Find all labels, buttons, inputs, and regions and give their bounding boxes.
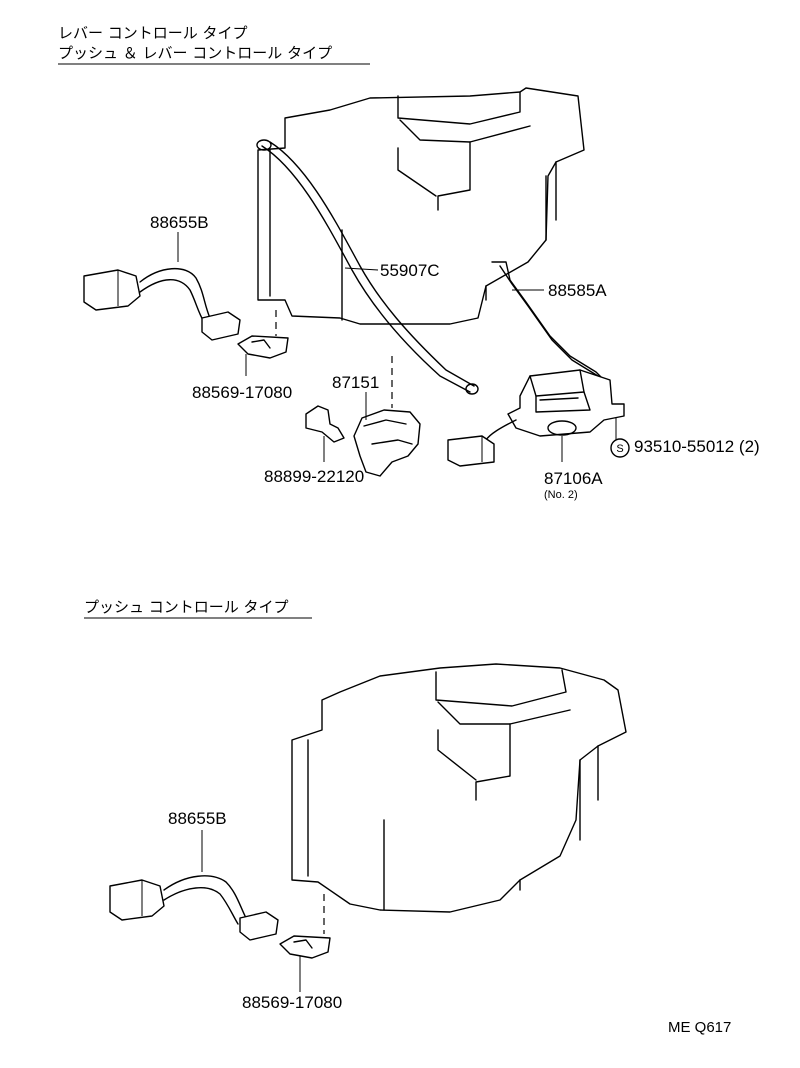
label-harness-bottom: 88655B	[168, 809, 227, 828]
label-clip: 88899-22120	[264, 467, 364, 486]
clip-88899-22120	[305, 405, 345, 462]
label-lever-assy: 87151	[332, 373, 379, 392]
bracket-88569-17080-bottom	[279, 935, 331, 992]
screw-symbol-letter: S	[616, 443, 623, 455]
servo-motor-87106A	[447, 369, 625, 467]
reference-code: ME Q617	[668, 1019, 731, 1036]
label-servo-note: (No. 2)	[544, 489, 578, 501]
control-cable-55907C	[256, 139, 479, 395]
label-servo: 87106A	[544, 469, 603, 488]
label-bracket-top: 88569-17080	[192, 383, 292, 402]
wire-harness-88655B-bottom	[109, 830, 325, 941]
bracket-88569-17080-top	[237, 335, 289, 376]
label-rod: 88585A	[548, 281, 607, 300]
heater-unit-bottom	[291, 663, 627, 913]
screw-symbol: S	[610, 438, 630, 458]
heading-push-control-type: プッシュ コントロール タイプ	[84, 598, 289, 616]
label-cable: 55907C	[380, 261, 440, 280]
heading-push-lever-control-type: プッシュ ＆ レバー コントロール タイプ	[58, 44, 332, 62]
wire-harness-88655B-top	[83, 232, 277, 341]
heater-unit-top	[257, 87, 585, 325]
label-harness-top: 88655B	[150, 213, 209, 232]
label-bracket-bottom: 88569-17080	[242, 993, 342, 1012]
label-screw: 93510-55012 (2)	[634, 437, 760, 456]
heading-lever-control-type: レバー コントロール タイプ	[58, 24, 248, 42]
lever-assembly-87151	[353, 356, 421, 477]
